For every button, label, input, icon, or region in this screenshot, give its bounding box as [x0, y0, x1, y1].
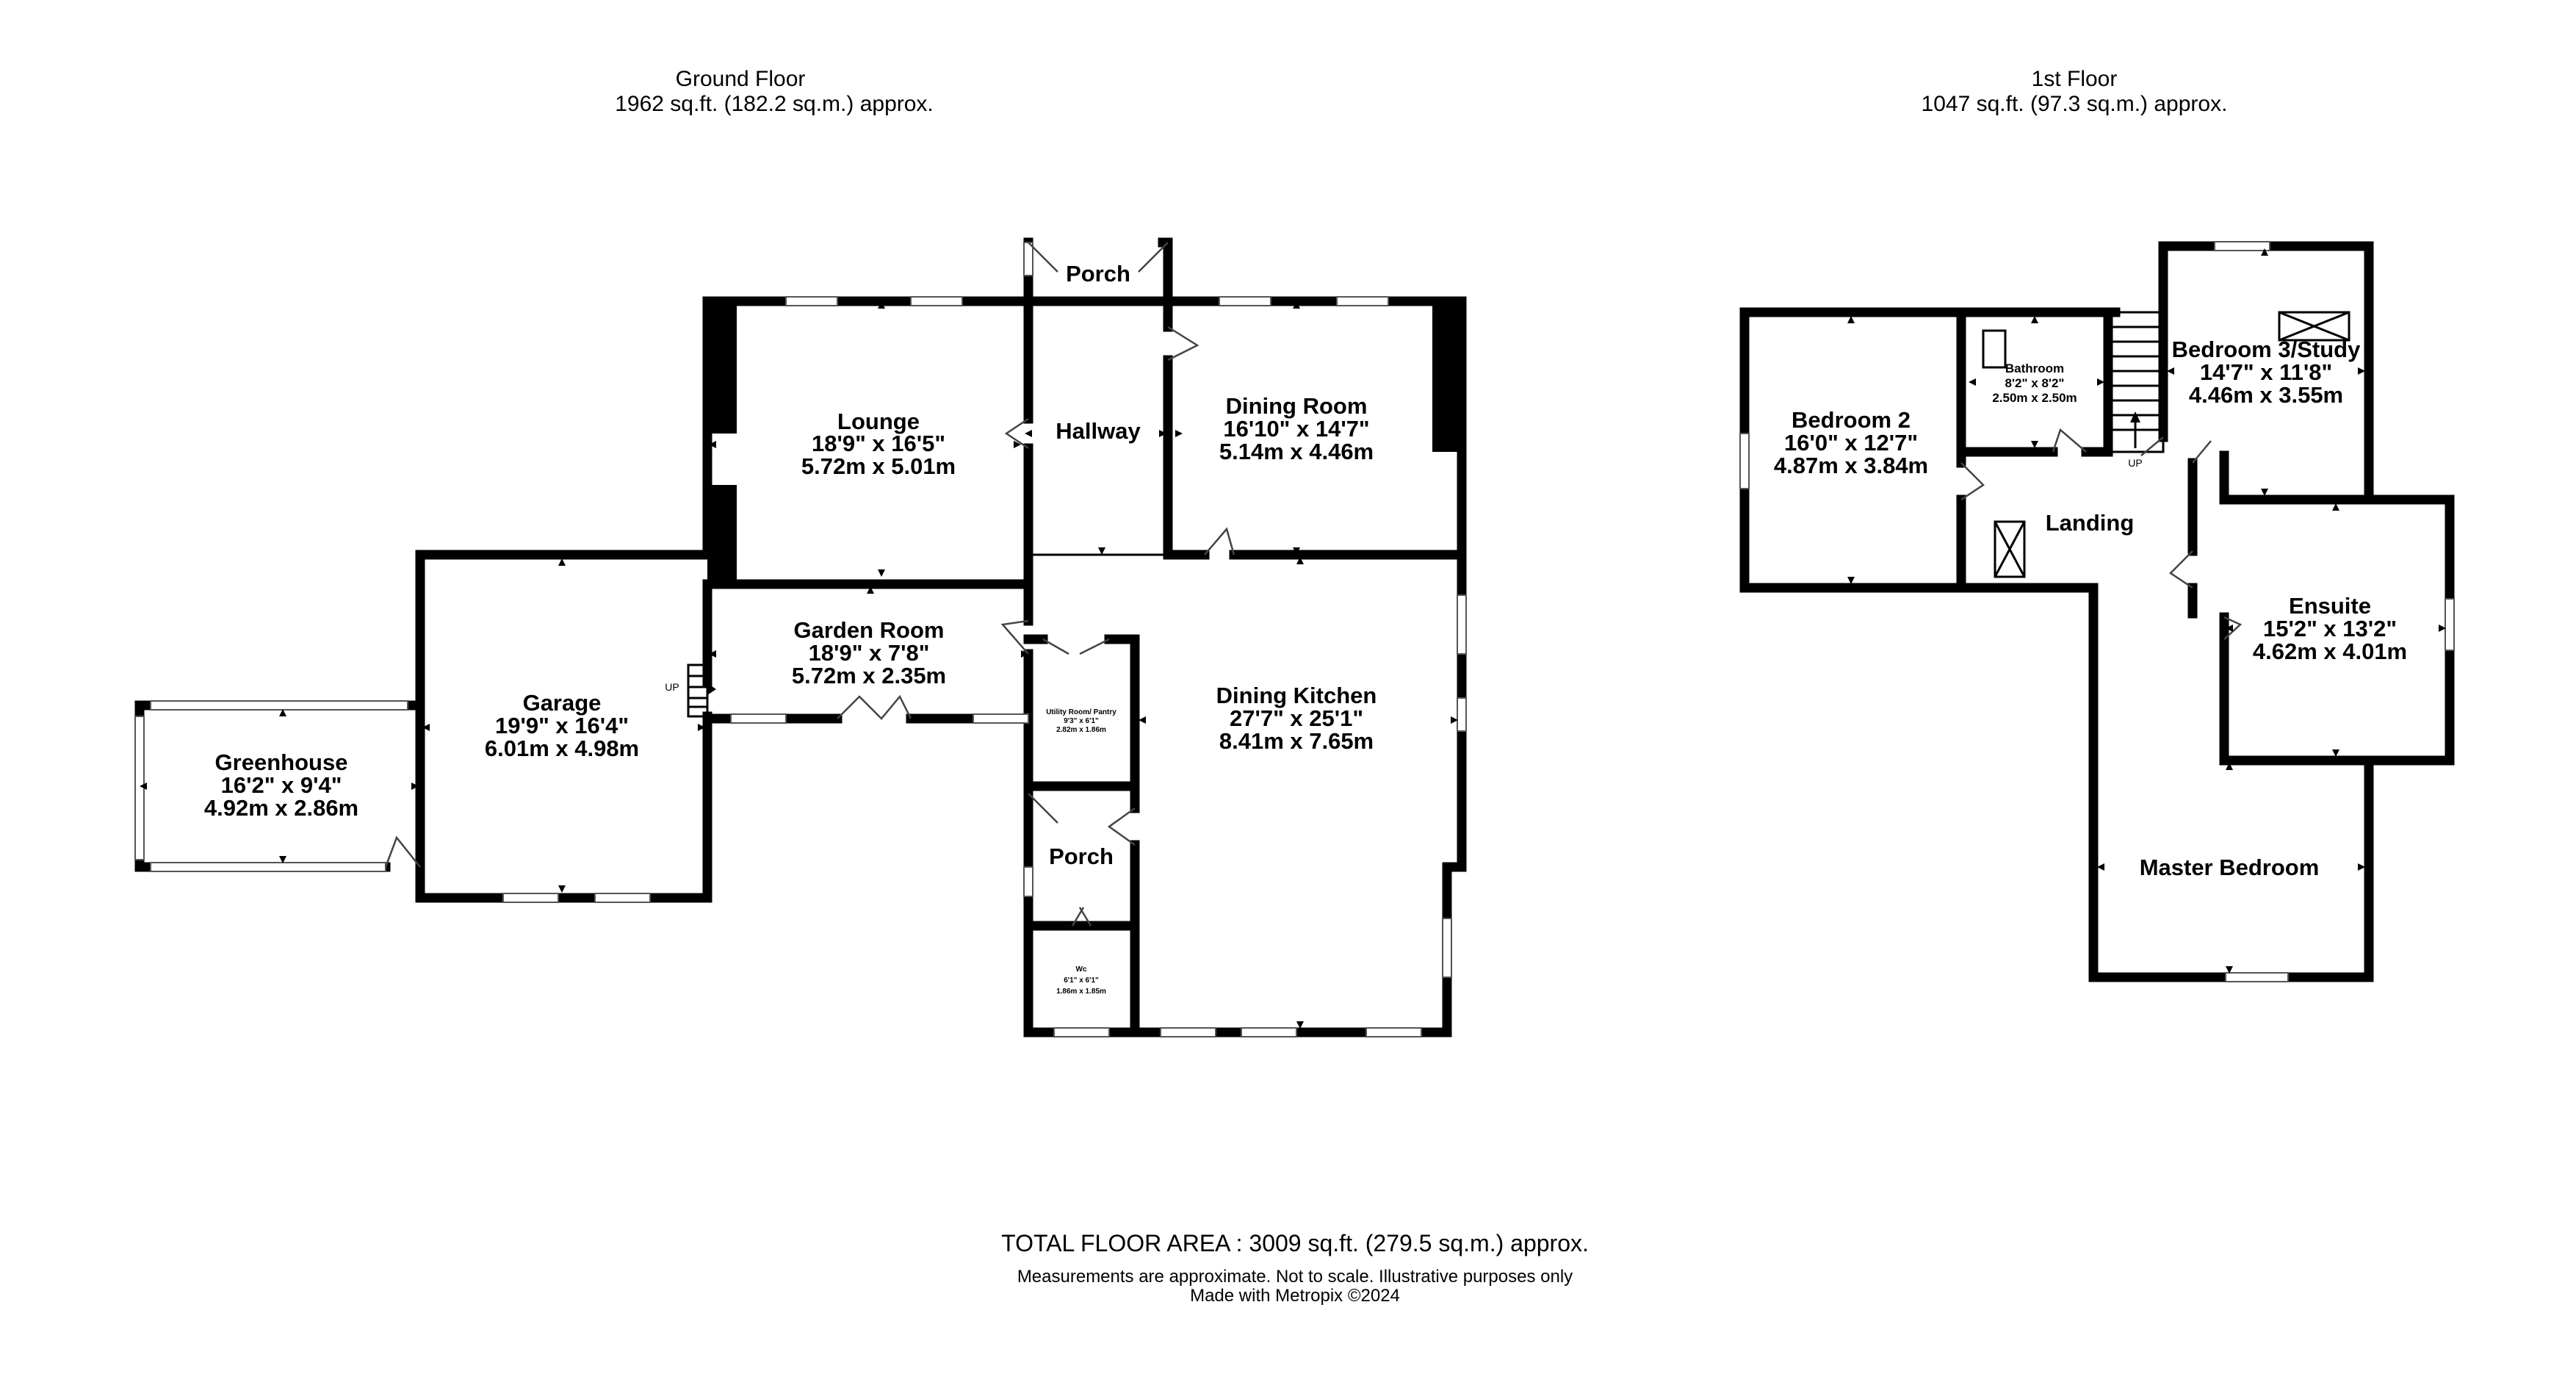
utility-room-label: Utility Room/ Pantry 9'3" x 6'1" 2.82m x… [1046, 708, 1116, 734]
first-floor-title: 1st Floor [2032, 67, 2118, 91]
svg-text:Landing: Landing [2046, 510, 2135, 536]
bedroom2-label: Bedroom 2 16'0" x 12'7" 4.87m x 3.84m [1774, 407, 1928, 478]
svg-text:Garden Room: Garden Room [794, 617, 945, 643]
first-floor-walls [1739, 241, 2455, 982]
garden-room-label: Garden Room 18'9" x 7'8" 5.72m x 2.35m [792, 617, 946, 688]
svg-text:5.14m x 4.46m: 5.14m x 4.46m [1219, 439, 1374, 464]
credit: Made with Metropix ©2024 [1190, 1286, 1400, 1306]
svg-text:Dining Kitchen: Dining Kitchen [1216, 683, 1377, 708]
svg-text:Porch: Porch [1049, 844, 1114, 869]
master-bedroom-label: Master Bedroom [2140, 855, 2320, 880]
svg-text:4.46m x 3.55m: 4.46m x 3.55m [2189, 382, 2343, 408]
svg-text:Hallway: Hallway [1056, 418, 1141, 444]
first-floor-stairs-label: UP [2128, 457, 2142, 469]
svg-text:8.41m x 7.65m: 8.41m x 7.65m [1219, 728, 1374, 754]
svg-text:15'2" x 13'2": 15'2" x 13'2" [2263, 616, 2397, 641]
svg-text:Wc: Wc [1076, 965, 1087, 974]
hallway-label: Hallway [1056, 418, 1141, 444]
garage-steps: UP [665, 663, 716, 718]
ground-floor-windows [134, 242, 1467, 1037]
svg-text:8'2" x 8'2": 8'2" x 8'2" [2005, 376, 2065, 390]
ground-floor-area: 1962 sq.ft. (182.2 sq.m.) approx. [615, 92, 934, 116]
svg-text:18'9" x 7'8": 18'9" x 7'8" [809, 640, 930, 666]
ensuite-label: Ensuite 15'2" x 13'2" 4.62m x 4.01m [2253, 593, 2407, 664]
svg-text:Porch: Porch [1066, 261, 1130, 287]
first-floor-doors [1960, 428, 2243, 640]
svg-text:14'7" x 11'8": 14'7" x 11'8" [2200, 359, 2332, 385]
svg-text:Garage: Garage [523, 690, 602, 716]
svg-text:2.50m x 2.50m: 2.50m x 2.50m [1992, 391, 2077, 405]
svg-text:4.87m x 3.84m: 4.87m x 3.84m [1774, 453, 1928, 478]
total-floor-area: TOTAL FLOOR AREA : 3009 sq.ft. (279.5 sq… [1001, 1230, 1589, 1256]
wc-label: Wc 6'1" x 6'1" 1.86m x 1.85m [1056, 965, 1106, 996]
svg-text:Lounge: Lounge [837, 409, 920, 434]
svg-text:16'0" x 12'7": 16'0" x 12'7" [1784, 430, 1918, 456]
ground-floor-dimension-markers [140, 301, 1458, 1029]
svg-text:5.72m x 5.01m: 5.72m x 5.01m [801, 453, 956, 479]
svg-text:6'1" x 6'1": 6'1" x 6'1" [1064, 976, 1099, 985]
svg-text:16'2" x 9'4": 16'2" x 9'4" [221, 772, 342, 798]
svg-text:9'3" x 6'1": 9'3" x 6'1" [1064, 717, 1099, 725]
ground-floor-doors [384, 242, 1235, 927]
dining-kitchen-label: Dining Kitchen 27'7" x 25'1" 8.41m x 7.6… [1216, 683, 1377, 754]
svg-text:19'9" x 16'4": 19'9" x 16'4" [495, 713, 629, 738]
greenhouse-label: Greenhouse 16'2" x 9'4" 4.92m x 2.86m [204, 749, 358, 821]
porch-front-label: Porch [1066, 261, 1130, 287]
ground-floor-title: Ground Floor [676, 67, 806, 91]
disclaimer: Measurements are approximate. Not to sca… [1017, 1267, 1573, 1287]
svg-text:Greenhouse: Greenhouse [215, 749, 348, 775]
svg-text:27'7" x 25'1": 27'7" x 25'1" [1230, 705, 1363, 731]
first-floor-dimension-markers [1847, 248, 2446, 974]
svg-text:4.92m x 2.86m: 4.92m x 2.86m [204, 795, 358, 821]
landing-label: Landing [2046, 510, 2135, 536]
svg-text:2.82m x 1.86m: 2.82m x 1.86m [1056, 726, 1106, 734]
first-floor-area: 1047 sq.ft. (97.3 sq.m.) approx. [1922, 92, 2228, 116]
svg-text:6.01m x 4.98m: 6.01m x 4.98m [485, 735, 639, 761]
svg-text:Dining Room: Dining Room [1226, 393, 1368, 419]
dining-room-label: Dining Room 16'10" x 14'7" 5.14m x 4.46m [1219, 393, 1374, 464]
svg-text:Master Bedroom: Master Bedroom [2140, 855, 2320, 880]
svg-text:4.62m x 4.01m: 4.62m x 4.01m [2253, 639, 2407, 664]
bedroom3-label: Bedroom 3/Study 14'7" x 11'8" 4.46m x 3.… [2172, 337, 2361, 408]
svg-text:1.86m x 1.85m: 1.86m x 1.85m [1056, 988, 1106, 996]
svg-text:Bedroom 2: Bedroom 2 [1792, 407, 1911, 433]
first-floor-windows [1739, 241, 2455, 982]
svg-text:16'10" x 14'7": 16'10" x 14'7" [1223, 416, 1369, 442]
porch-rear-label: Porch [1049, 844, 1114, 869]
svg-text:Utility Room/ Pantry: Utility Room/ Pantry [1046, 708, 1116, 716]
garage-label: Garage 19'9" x 16'4" 6.01m x 4.98m [485, 690, 639, 761]
svg-text:Bedroom 3/Study: Bedroom 3/Study [2172, 337, 2361, 362]
lounge-label: Lounge 18'9" x 16'5" 5.72m x 5.01m [801, 409, 956, 479]
bathroom-label: Bathroom 8'2" x 8'2" 2.50m x 2.50m [1992, 362, 2077, 405]
garage-steps-label: UP [665, 681, 679, 693]
svg-text:Bathroom: Bathroom [2005, 362, 2064, 375]
first-floor-stairs: UP [2108, 325, 2163, 469]
svg-text:18'9" x 16'5": 18'9" x 16'5" [812, 431, 945, 456]
svg-text:5.72m x 2.35m: 5.72m x 2.35m [792, 663, 946, 688]
svg-text:Ensuite: Ensuite [2289, 593, 2371, 619]
